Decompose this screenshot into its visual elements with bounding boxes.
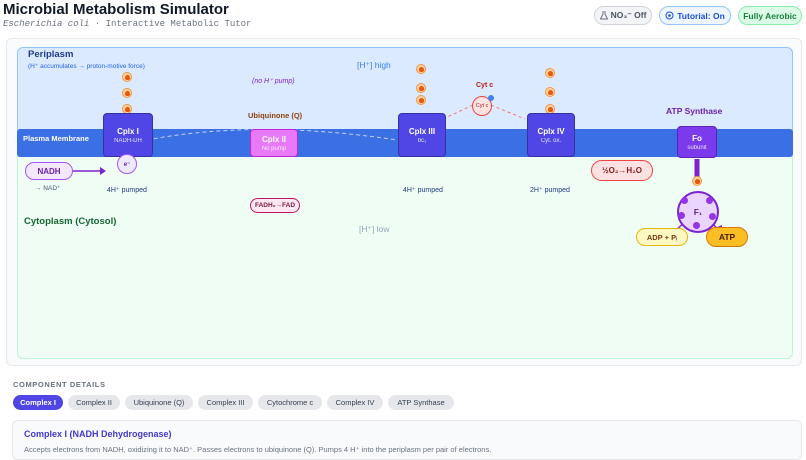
complex-i-name: Cplx I (117, 126, 139, 136)
electron-path-cytc-right (490, 104, 526, 120)
cytoplasm-region (17, 151, 793, 359)
membrane-diagram: Periplasm (H⁺ accumulates → proton-motiv… (6, 38, 802, 366)
ubiquinone-label[interactable]: Ubiquinone (Q) (248, 111, 303, 120)
periplasm-subtitle: (H⁺ accumulates → proton-motive force) (28, 63, 145, 70)
electron-dot (488, 95, 494, 101)
flask-icon (599, 11, 608, 20)
proton-icon (545, 68, 555, 78)
nadh-product: → NAD⁺ (35, 185, 61, 192)
atp-synthase-title: ATP Synthase (666, 106, 723, 116)
component-details: COMPONENT DETAILS Complex I Complex II U… (0, 370, 806, 460)
f1-label: F₁ (693, 207, 703, 217)
aerobic-mode-label: Fully Aerobic (743, 10, 797, 21)
complex-i-sub: NADH-DH (114, 137, 142, 144)
detail-card-description: Accepts electrons from NADH, oxidizing i… (24, 445, 492, 454)
tutorial-toggle-label: Tutorial: On (677, 10, 725, 21)
app-header: Microbial Metabolism Simulator Escherich… (0, 0, 806, 34)
proton-icon (692, 176, 702, 186)
f1-subunit-dot (678, 212, 685, 219)
f1-subunit-dot (681, 197, 688, 204)
aerobic-mode-button[interactable]: Fully Aerobic (738, 6, 802, 25)
cytoplasm-h-level: [H⁺] low (359, 224, 390, 234)
page-title: Microbial Metabolism Simulator (3, 1, 229, 18)
oxygen-reduction-node[interactable]: ½O₂→H₂O (591, 160, 653, 181)
proton-icon (122, 88, 132, 98)
fadh2-node[interactable]: FADH₂→FAD (250, 198, 300, 213)
proton-icon (545, 87, 555, 97)
complex-iv-name: Cplx IV (537, 126, 565, 136)
details-heading: COMPONENT DETAILS (13, 380, 106, 389)
f1-subunit-dot (693, 222, 700, 229)
fo-sub: subunit (687, 144, 707, 151)
fo-name: Fo (692, 133, 702, 143)
periplasm-h-level: [H⁺] high (357, 60, 391, 70)
atp-node[interactable]: ATP (706, 227, 748, 247)
nitrate-toggle-label: NO₃⁻ Off (610, 10, 647, 20)
target-icon (665, 11, 674, 20)
complex-ii-sub: No pump (261, 145, 287, 152)
cytochrome-c[interactable]: Cyt c (472, 96, 492, 116)
proton-icon (416, 83, 426, 93)
tutorial-toggle-button[interactable]: Tutorial: On (659, 6, 731, 25)
cyt-c-label: Cyt c (476, 82, 494, 89)
tab-atp-synthase[interactable]: ATP Synthase (388, 395, 454, 410)
subtitle-rest: · Interactive Metabolic Tutor (89, 19, 252, 29)
f1-subunit-dot (706, 197, 713, 204)
atp-synthase-fo[interactable]: Fo subunit (677, 126, 717, 158)
complex-ii-name: Cplx II (261, 134, 286, 144)
cytoplasm-title: Cytoplasm (Cytosol) (24, 216, 117, 227)
complex-iv-sub: Cyt. ox. (540, 137, 562, 144)
complex-iii[interactable]: Cplx III bc₁ (398, 113, 446, 157)
electron-path-q (146, 129, 398, 141)
detail-card-title: Complex I (NADH Dehydrogenase) (24, 429, 172, 439)
detail-card: Complex I (NADH Dehydrogenase) Accepts e… (12, 420, 802, 460)
complex-iv-pumped: 2H⁺ pumped (530, 187, 570, 194)
tab-ubiquinone[interactable]: Ubiquinone (Q) (125, 395, 193, 410)
nadh-node[interactable]: NADH (25, 162, 73, 180)
page-subtitle: Escherichia coli · Interactive Metabolic… (3, 19, 251, 29)
tab-cytochrome-c[interactable]: Cytochrome c (258, 395, 322, 410)
nitrate-toggle-button[interactable]: NO₃⁻ Off (594, 6, 652, 25)
proton-icon (122, 72, 132, 82)
complex-iii-pumped: 4H⁺ pumped (403, 187, 443, 194)
complex-ii[interactable]: Cplx II No pump (250, 129, 298, 157)
complex-i[interactable]: Cplx I NADH-DH (103, 113, 153, 157)
organism-name: Escherichia coli (3, 19, 90, 29)
tab-complex-i[interactable]: Complex I (13, 395, 63, 410)
adp-node[interactable]: ADP + Pᵢ (636, 228, 688, 246)
proton-icon (416, 95, 426, 105)
tab-complex-ii[interactable]: Complex II (68, 395, 120, 410)
membrane-label: Plasma Membrane (23, 134, 89, 143)
proton-icon (416, 64, 426, 74)
periplasm-title: Periplasm (28, 49, 74, 60)
electron-path-cytc-left (442, 104, 474, 120)
nadh-arrowhead (100, 167, 106, 175)
f1-subunit-dot (709, 213, 716, 220)
tab-complex-iii[interactable]: Complex III (198, 395, 253, 410)
complex-iv[interactable]: Cplx IV Cyt. ox. (527, 113, 575, 157)
complex-iii-sub: bc₁ (417, 137, 427, 144)
complex-i-pumped: 4H⁺ pumped (107, 187, 147, 194)
complex-ii-note: (no H⁺ pump) (252, 78, 295, 85)
complex-iii-name: Cplx III (408, 126, 436, 136)
electron-token: e⁻ (117, 154, 137, 174)
tab-complex-iv[interactable]: Complex IV (327, 395, 383, 410)
